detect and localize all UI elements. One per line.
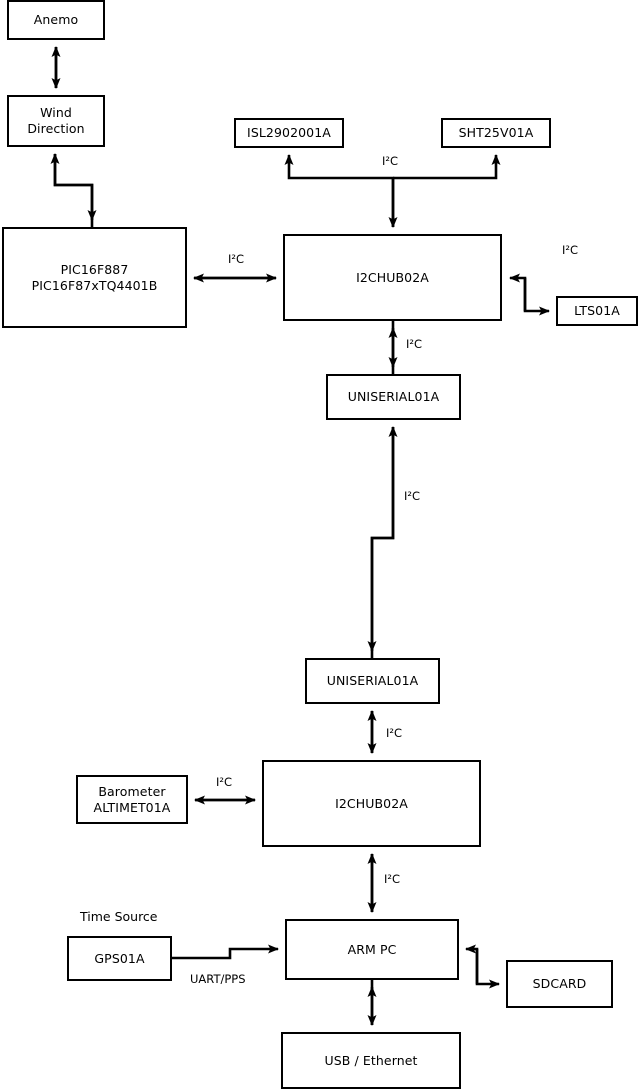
node-label: Barometer ALTIMET01A — [93, 783, 171, 815]
node-label: I2CHUB02A — [335, 795, 408, 811]
node-label: PIC16F887 PIC16F87xTQ4401B — [31, 261, 158, 293]
node-sdcard[interactable]: SDCARD — [506, 960, 613, 1008]
node-hub_top[interactable]: I2CHUB02A — [283, 234, 502, 321]
edge-label-lbl_hub_lts: I²C — [562, 243, 579, 257]
node-wind[interactable]: Wind Direction — [7, 95, 105, 147]
node-label: Wind Direction — [27, 105, 85, 136]
node-hub_bottom[interactable]: I2CHUB02A — [262, 760, 481, 847]
node-label: Anemo — [33, 12, 79, 27]
node-label: UNISERIAL01A — [347, 389, 440, 404]
node-anemo[interactable]: Anemo — [7, 0, 105, 40]
node-label: UNISERIAL01A — [326, 673, 419, 688]
connector-wind-pic — [50, 153, 97, 227]
edge-label-lbl_isl_sht_bus: I²C — [382, 154, 399, 168]
connector-hubtop-lts — [509, 273, 550, 316]
node-usb[interactable]: USB / Ethernet — [281, 1032, 461, 1089]
connector-armpc-sdcard — [465, 944, 500, 989]
node-label: GPS01A — [94, 950, 145, 966]
edge-label-lbl_uniserial_link: I²C — [404, 489, 421, 503]
edge-label-lbl_hub_armpc: I²C — [384, 872, 401, 886]
edge-label-lbl_pic_hub: I²C — [228, 252, 245, 266]
edge-label-lbl_hub_uniserial: I²C — [406, 337, 423, 351]
connector-gps-armpc — [172, 944, 279, 960]
edge-label-lbl_barometer_hub: I²C — [216, 775, 233, 789]
edge-label-lbl_gps_armpc: UART/PPS — [190, 972, 246, 986]
node-sht[interactable]: SHT25V01A — [441, 118, 551, 148]
node-isl[interactable]: ISL2902001A — [234, 118, 344, 148]
node-lts[interactable]: LTS01A — [556, 296, 638, 326]
node-pic[interactable]: PIC16F887 PIC16F87xTQ4401B — [2, 227, 187, 328]
node-gps[interactable]: GPS01A — [67, 936, 172, 981]
edge-label-lbl_uniserial_hub_lo: I²C — [386, 726, 403, 740]
node-label: SHT25V01A — [458, 125, 534, 140]
node-label: I2CHUB02A — [356, 269, 429, 285]
free-label-time_source: Time Source — [80, 909, 158, 924]
node-barometer[interactable]: Barometer ALTIMET01A — [76, 775, 188, 824]
node-uniserial_up[interactable]: UNISERIAL01A — [326, 374, 461, 420]
node-uniserial_lo[interactable]: UNISERIAL01A — [305, 658, 440, 704]
node-label: SDCARD — [532, 976, 587, 991]
node-label: ARM PC — [347, 941, 397, 957]
node-armpc[interactable]: ARM PC — [285, 919, 459, 980]
node-label: USB / Ethernet — [324, 1052, 418, 1068]
node-label: LTS01A — [574, 303, 620, 318]
node-label: ISL2902001A — [247, 125, 331, 140]
connector-uniserial-link — [367, 426, 398, 658]
